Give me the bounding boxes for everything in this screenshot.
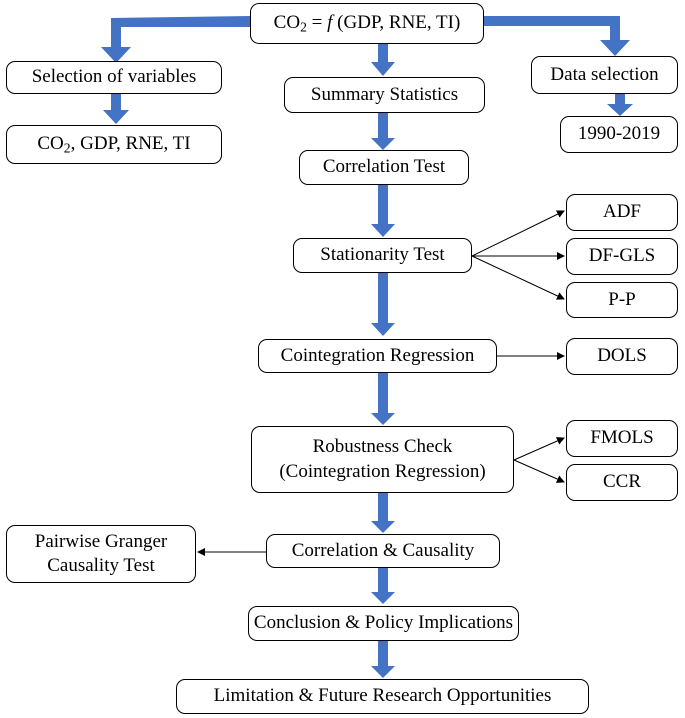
connector-robustness-fmols [513, 437, 565, 461]
arrow-summary-to-correlation [371, 113, 395, 150]
pairwise-granger-box: Pairwise Granger Causality Test [6, 525, 196, 583]
arrow-title-to-selection [101, 16, 250, 63]
dols-box: DOLS [566, 338, 678, 375]
robustness-check-box: Robustness Check (Cointegration Regressi… [251, 426, 514, 493]
conclusion-box: Conclusion & Policy Implications [248, 606, 519, 641]
arrow-title-to-summary [371, 44, 395, 76]
connector-stationarity-pp [471, 255, 565, 300]
variables-list-text: CO2, GDP, RNE, TI [37, 133, 191, 156]
connector-stationarity-adf [471, 210, 565, 257]
ccr-box: CCR [566, 464, 678, 501]
adf-box: ADF [566, 194, 678, 231]
correlation-test-box: Correlation Test [299, 150, 469, 185]
fmols-box: FMOLS [566, 420, 678, 457]
stationarity-test-box: Stationarity Test [293, 238, 472, 273]
connector-robustness-ccr [513, 459, 565, 483]
pp-box: P-P [566, 282, 678, 318]
cointegration-regression-box: Cointegration Regression [258, 339, 497, 373]
arrow-cointegration-to-robustness [371, 373, 395, 425]
summary-statistics-box: Summary Statistics [284, 77, 485, 113]
period-box: 1990-2019 [560, 116, 678, 153]
arrow-stationarity-to-cointegration [371, 273, 395, 336]
model-equation-text: CO2 = f (GDP, RNE, TI) [273, 12, 461, 35]
dfgls-box: DF-GLS [566, 238, 678, 275]
arrow-corrcaus-to-conclusion [371, 568, 395, 604]
arrow-data-to-period [607, 94, 633, 116]
limitation-box: Limitation & Future Research Opportuniti… [176, 679, 589, 714]
variables-list-box: CO2, GDP, RNE, TI [6, 125, 222, 164]
arrow-title-to-data [484, 16, 630, 56]
arrow-selection-to-vars [103, 94, 129, 124]
model-equation-box: CO2 = f (GDP, RNE, TI) [250, 3, 484, 44]
arrow-correlation-to-stationarity [371, 185, 395, 237]
correlation-causality-box: Correlation & Causality [266, 534, 500, 568]
arrow-conclusion-to-limitation [371, 641, 395, 678]
data-selection-box: Data selection [531, 56, 678, 94]
arrow-robustness-to-corrcaus [371, 493, 395, 533]
selection-of-variables-box: Selection of variables [6, 61, 222, 94]
